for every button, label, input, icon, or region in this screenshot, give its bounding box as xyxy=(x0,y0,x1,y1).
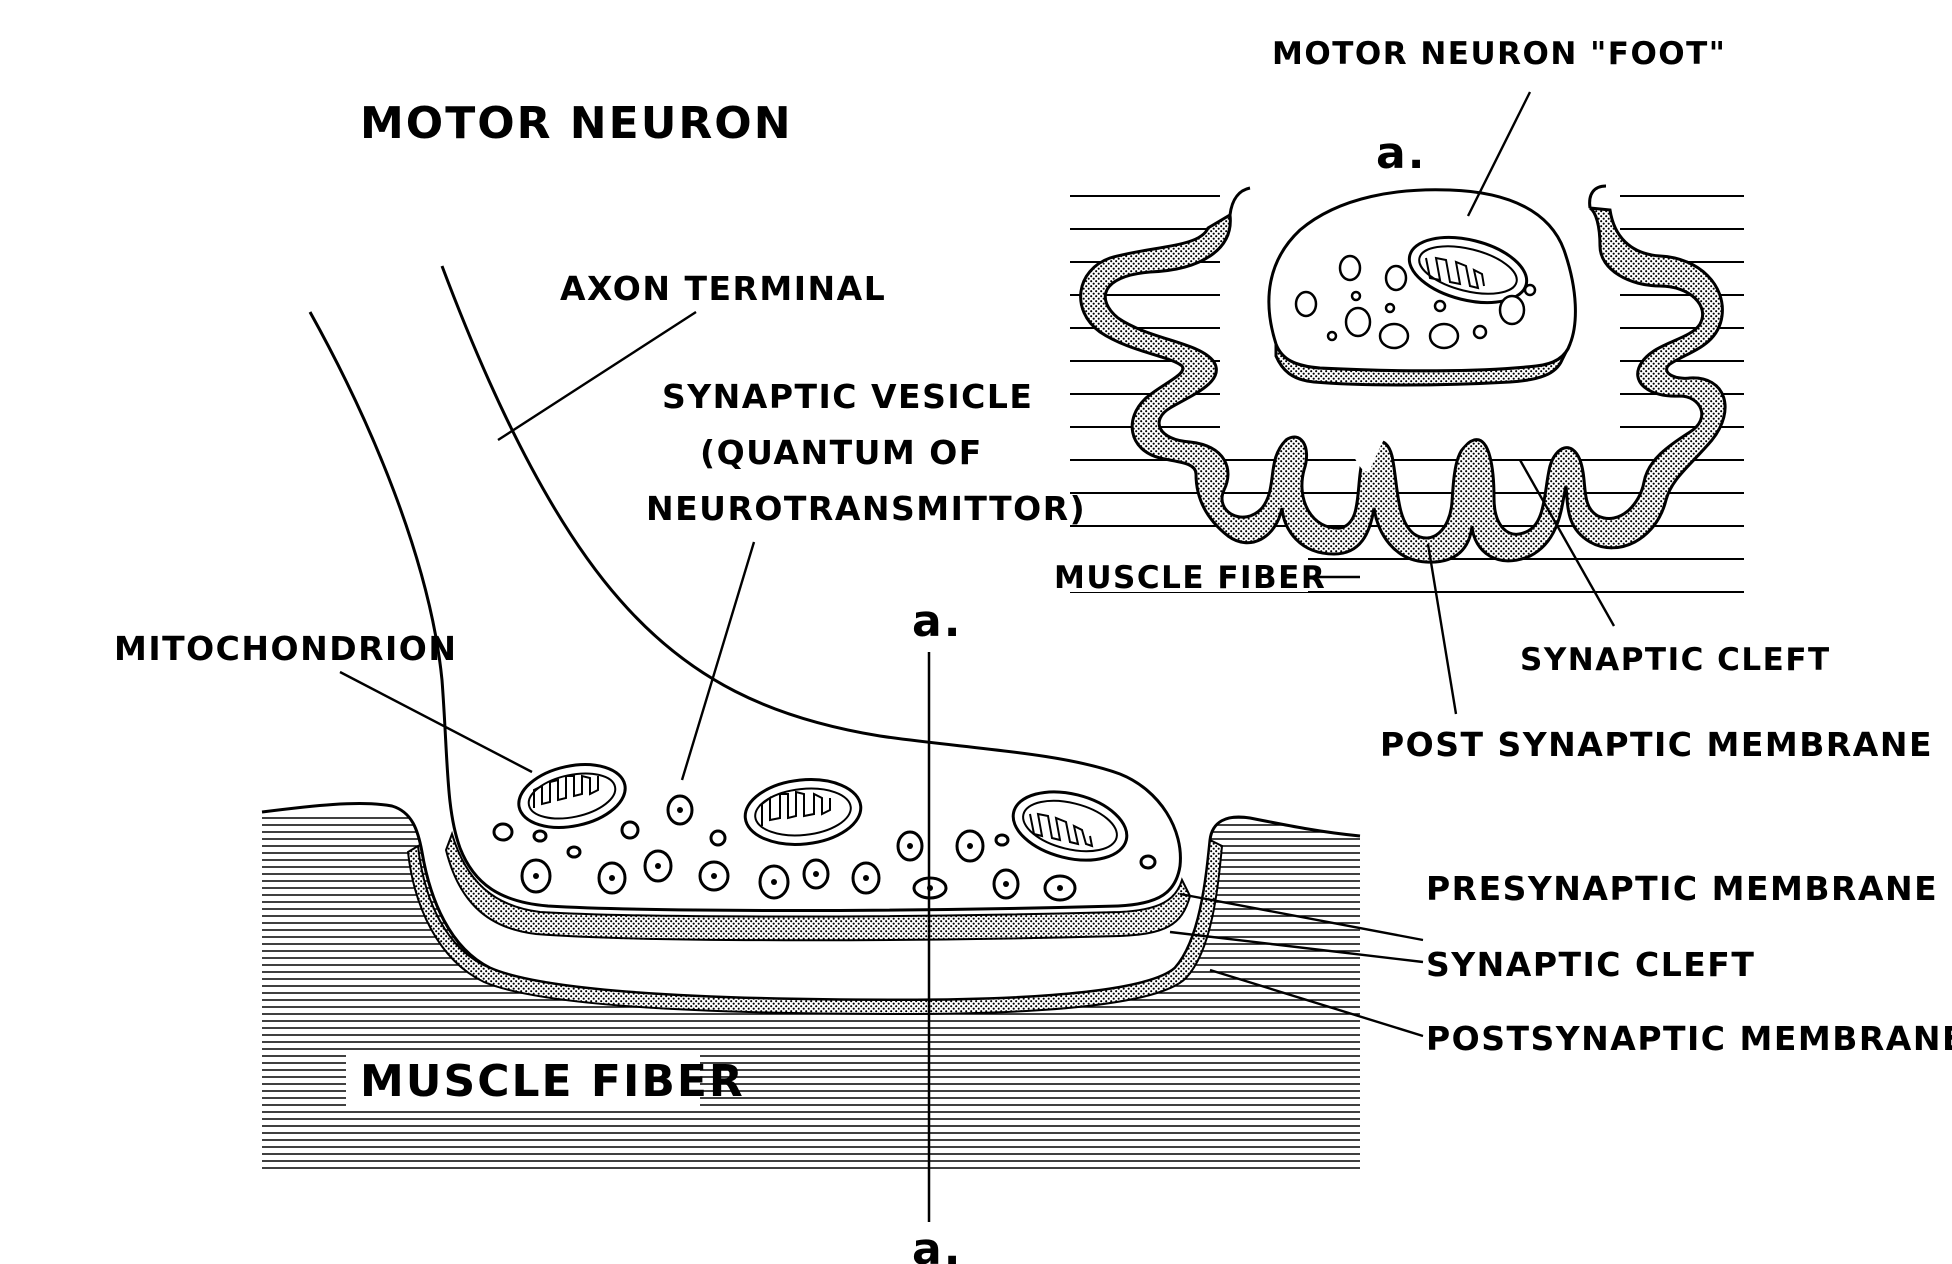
inset-vesicle xyxy=(1378,322,1410,350)
synaptic-vesicle xyxy=(758,864,790,900)
label-motor-neuron-foot: MOTOR NEURON "FOOT" xyxy=(1272,36,1726,72)
inset-synaptic-cleft xyxy=(1288,360,1590,472)
synaptic-vesicle xyxy=(597,861,627,895)
inset-vesicle xyxy=(1294,290,1318,318)
synaptic-vesicle xyxy=(994,833,1010,847)
label-muscle-fiber: MUSCLE FIBER xyxy=(360,1056,745,1107)
inset-vesicle xyxy=(1344,306,1372,338)
leader-lines xyxy=(339,91,1616,1038)
labels: MOTOR NEURON AXON TERMINAL SYNAPTIC VESI… xyxy=(114,36,1952,1264)
synaptic-vesicle xyxy=(666,794,694,826)
inset-muscle-label-bg xyxy=(1050,552,1308,592)
label-synaptic-vesicle-3: NEUROTRANSMITTOR) xyxy=(646,489,1086,528)
mitochondria xyxy=(517,763,1129,862)
inset-surface-right xyxy=(1588,184,1607,209)
inset-motor-neuron-foot xyxy=(1267,188,1577,387)
inset-mitochondrion xyxy=(1407,235,1529,305)
inset-vesicle xyxy=(1326,330,1338,342)
inset-vesicle xyxy=(1428,322,1460,350)
synaptic-vesicle xyxy=(643,849,673,883)
main-junction xyxy=(261,265,1361,1222)
synaptic-vesicle xyxy=(851,861,881,895)
synaptic-vesicle xyxy=(709,829,727,847)
muscle-fiber-label-bg xyxy=(346,1050,700,1110)
label-inset-section: a. xyxy=(1376,128,1426,179)
inset-vesicle xyxy=(1384,302,1396,314)
label-section-bottom: a. xyxy=(912,1224,962,1264)
label-synaptic-vesicle-2: (QUANTUM OF xyxy=(700,433,983,472)
label-inset-muscle-fiber: MUSCLE FIBER xyxy=(1054,560,1326,596)
inset-vesicle xyxy=(1350,290,1362,302)
inset-vesicles xyxy=(1294,254,1537,350)
synaptic-vesicle xyxy=(955,829,985,863)
label-motor-neuron: MOTOR NEURON xyxy=(360,98,793,149)
mitochondrion xyxy=(743,778,863,846)
synaptic-vesicle xyxy=(1043,874,1077,902)
synaptic-vesicle xyxy=(620,820,640,840)
synaptic-vesicle xyxy=(492,822,514,842)
inset-cross-section xyxy=(1070,184,1744,593)
label-inset-synaptic-cleft: SYNAPTIC CLEFT xyxy=(1520,642,1831,678)
label-postsynaptic-membrane: POSTSYNAPTIC MEMBRANE xyxy=(1426,1019,1952,1058)
mitochondrion xyxy=(517,763,627,829)
inset-surface-left xyxy=(1228,186,1251,216)
label-presynaptic-membrane: PRESYNAPTIC MEMBRANE xyxy=(1426,869,1938,908)
postsynaptic-membrane-band xyxy=(406,838,1224,1016)
synaptic-vesicle xyxy=(896,830,924,862)
label-synaptic-vesicle-1: SYNAPTIC VESICLE xyxy=(662,377,1033,416)
synaptic-vesicle xyxy=(1139,854,1157,870)
label-mitochondrion: MITOCHONDRION xyxy=(114,629,457,668)
inset-vesicle xyxy=(1472,324,1488,340)
synaptic-vesicle xyxy=(802,858,830,890)
inset-postsynaptic-folds xyxy=(1079,206,1727,564)
inset-vesicle xyxy=(1384,264,1408,292)
label-section-top: a. xyxy=(912,596,962,647)
inset-vesicle xyxy=(1523,283,1537,297)
label-synaptic-cleft: SYNAPTIC CLEFT xyxy=(1426,945,1755,984)
axon-terminal-body xyxy=(308,265,1182,912)
inset-vesicle xyxy=(1433,299,1447,313)
synaptic-vesicles xyxy=(492,794,1157,902)
mitochondrion xyxy=(1011,790,1129,862)
synaptic-vesicle xyxy=(520,858,552,894)
synaptic-vesicle xyxy=(992,868,1020,900)
label-inset-post-synaptic-membrane: POST SYNAPTIC MEMBRANE xyxy=(1380,725,1933,764)
inset-vesicle xyxy=(1338,254,1362,282)
synaptic-vesicle xyxy=(566,845,582,859)
synaptic-vesicle xyxy=(532,829,548,843)
synaptic-vesicle xyxy=(698,860,730,892)
label-axon-terminal: AXON TERMINAL xyxy=(560,269,886,308)
inset-vesicle xyxy=(1498,294,1526,326)
